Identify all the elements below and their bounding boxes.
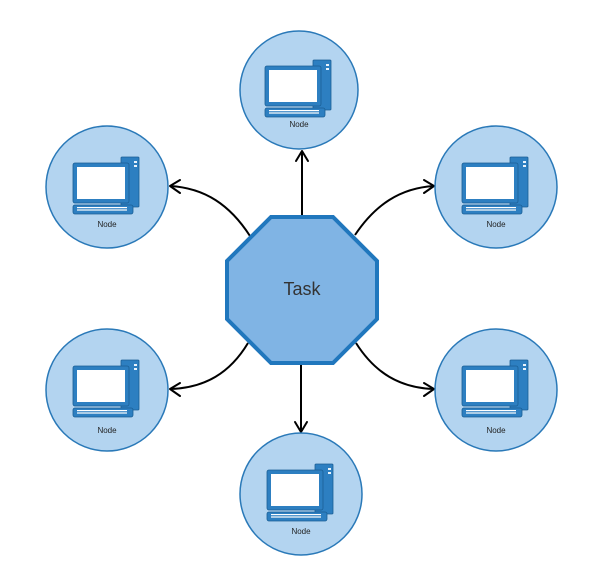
computer-icon	[72, 359, 140, 418]
node-lower-left[interactable]: Node	[45, 328, 169, 452]
node-label: Node	[486, 426, 506, 435]
node-top[interactable]: Node	[239, 30, 359, 150]
computer-icon	[461, 156, 529, 215]
task-octagon	[225, 215, 379, 365]
task-label: Task	[283, 279, 321, 299]
node-label: Node	[486, 220, 506, 229]
node-lower-right[interactable]: Node	[434, 328, 558, 452]
task-node[interactable]: Task	[225, 215, 379, 365]
node-label: Node	[289, 120, 309, 129]
computer-icon	[266, 463, 334, 522]
computer-icon	[264, 59, 332, 118]
node-upper-right[interactable]: Node	[434, 125, 558, 249]
computer-icon	[72, 156, 140, 215]
node-label: Node	[97, 220, 117, 229]
node-label: Node	[291, 527, 311, 536]
edge-task-to-bottom	[294, 363, 308, 433]
node-upper-left[interactable]: Node	[45, 125, 169, 249]
edge-task-to-lower-left	[169, 342, 249, 397]
edges	[169, 150, 435, 433]
edge-task-to-upper-right	[354, 179, 435, 236]
edge-task-to-lower-right	[355, 342, 435, 397]
node-label: Node	[97, 426, 117, 435]
node-bottom[interactable]: Node	[239, 432, 363, 556]
edge-task-to-upper-left	[169, 179, 251, 237]
edge-task-to-top	[295, 150, 309, 217]
computer-icon	[461, 359, 529, 418]
